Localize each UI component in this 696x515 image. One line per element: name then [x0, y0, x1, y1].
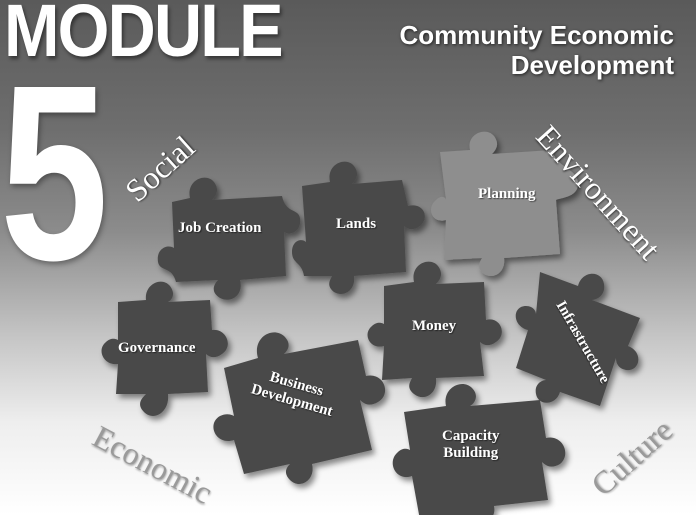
label-planning: Planning: [478, 186, 536, 202]
label-governance: Governance: [118, 340, 196, 356]
label-job-creation: Job Creation: [178, 220, 262, 236]
label-lands: Lands: [336, 216, 377, 232]
puzzle-piece-business-development: [213, 332, 386, 485]
module-number: 5: [0, 33, 108, 312]
title-line-2: Development: [510, 50, 674, 80]
puzzle-piece-capacity-building: [392, 384, 566, 515]
title-line-1: Community Economic: [399, 20, 674, 50]
label-capacity-building: Capacity Building: [442, 428, 500, 462]
puzzle-piece-infrastructure: [515, 272, 640, 406]
label-capacity-line-1: Capacity: [442, 428, 500, 444]
puzzle-piece-governance: [101, 281, 228, 416]
puzzle-piece-money: [367, 261, 502, 398]
module-word: MODULE: [4, 0, 284, 72]
label-capacity-line-2: Building: [443, 445, 499, 461]
puzzle-piece-planning: [431, 131, 578, 277]
puzzle-piece-job-creation: [157, 177, 301, 300]
label-money: Money: [412, 318, 457, 334]
puzzle-piece-lands: [292, 161, 425, 295]
page-title: Community Economic Development: [400, 20, 674, 80]
